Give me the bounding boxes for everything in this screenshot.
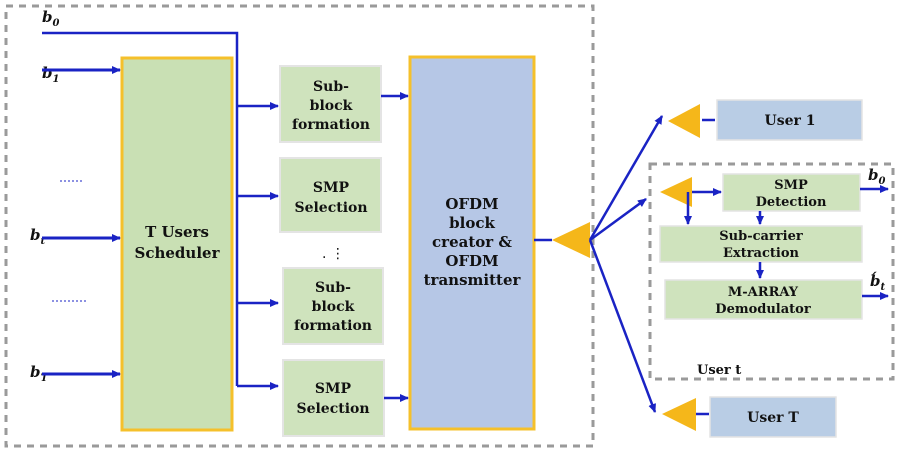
ofdm-label-1: OFDM <box>445 195 498 213</box>
scheduler-block <box>120 56 234 432</box>
smp-detection-box <box>722 173 861 212</box>
m-array-demodulator-box <box>664 279 863 320</box>
broadcast-to-userT-arrow <box>588 239 657 413</box>
subblock1-label-1: Sub- <box>313 79 349 95</box>
smp-detection-label-1: SMP <box>774 178 808 193</box>
subblock1-label-3: formation <box>292 117 370 133</box>
ofdm-label-5: transmitter <box>424 271 522 289</box>
broadcast-to-usert-arrow <box>589 197 647 242</box>
scheduler-label-2: Scheduler <box>135 244 221 262</box>
subblock2-label-1: Sub- <box>315 280 351 296</box>
output-b0-label: b0 <box>868 166 886 187</box>
ofdm-transmitter-block <box>408 55 536 431</box>
subblock2-label-3: formation <box>294 318 372 334</box>
transmit-amplifier-icon <box>552 222 590 258</box>
smp-selection-2 <box>282 359 385 437</box>
user1-label: User 1 <box>765 113 816 129</box>
subcarrier-label-2: Extraction <box>723 246 799 261</box>
smp2-label-2: Selection <box>296 401 369 417</box>
subblock-formation-1 <box>279 65 382 143</box>
input-bt-label: bt <box>30 226 46 247</box>
smp-selection-1 <box>279 157 382 233</box>
demod-label-2: Demodulator <box>715 302 811 317</box>
input-bT-label: bT <box>30 363 50 384</box>
userT-label: User T <box>747 410 799 426</box>
smp1-label-2: Selection <box>294 200 367 216</box>
subblock1-label-2: block <box>310 98 353 114</box>
userT-amplifier-icon <box>662 398 696 431</box>
subblock-formation-2 <box>282 267 384 345</box>
transmitter-frame <box>4 4 595 448</box>
scheduler-label-1: T Users <box>145 223 209 241</box>
ofdm-label-2: block <box>449 214 495 232</box>
subcarrier-extraction-box <box>659 225 863 263</box>
ofdm-label-4: OFDM <box>445 252 498 270</box>
subblock2-label-2: block <box>312 299 355 315</box>
input-b0-label: b0 <box>42 8 60 29</box>
subcarrier-label-1: Sub-carrier <box>719 229 803 244</box>
demod-label-1: M-ARRAY <box>728 285 799 300</box>
smp1-label-1: SMP <box>313 180 350 196</box>
smp2-label-1: SMP <box>315 381 352 397</box>
user-t-label: User t <box>697 363 741 378</box>
user1-box <box>716 99 863 141</box>
output-bt-label: b́t <box>870 271 886 293</box>
input-b1-label: b1 <box>42 64 59 85</box>
b0-bypass-line <box>42 31 239 386</box>
usert-amplifier-icon <box>660 177 692 207</box>
broadcast-to-user1-arrow <box>588 115 664 241</box>
smp-detection-label-2: Detection <box>756 195 827 210</box>
userT-box <box>709 396 837 438</box>
ofdm-label-3: creator & <box>432 233 512 251</box>
vertical-ellipsis: . ⋮ <box>322 246 345 262</box>
user1-amplifier-icon <box>668 104 700 138</box>
user-t-frame <box>648 162 895 381</box>
